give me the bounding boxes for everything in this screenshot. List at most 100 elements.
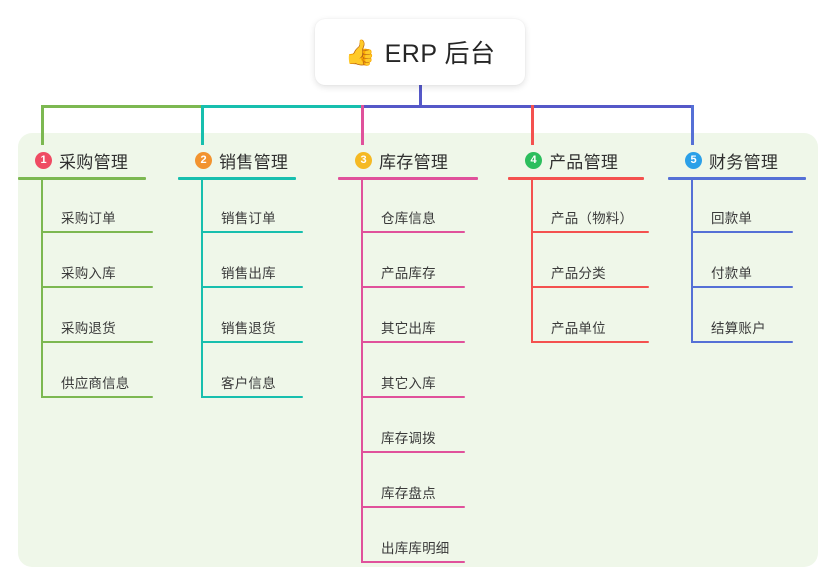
leaf-item-underline	[531, 231, 649, 233]
connector-bar-segment-3	[361, 105, 534, 108]
leaf-item-label: 库存调拨	[381, 431, 436, 446]
branch-header-1[interactable]: 1 采购管理	[18, 145, 166, 175]
leaf-item-label: 采购订单	[61, 211, 116, 226]
connector-drop-4	[531, 105, 534, 145]
leaf-item[interactable]: 销售订单	[201, 205, 303, 233]
connector-drop-2	[201, 105, 204, 145]
leaf-item-label: 出库库明细	[381, 541, 450, 556]
thumbs-up-icon: 👍	[344, 37, 376, 67]
branch-number-badge: 5	[685, 151, 702, 169]
connector-drop-5	[691, 105, 694, 145]
branch-spine	[41, 180, 43, 398]
leaf-item[interactable]: 其它入库	[361, 370, 465, 398]
leaf-item-label: 库存盘点	[381, 486, 436, 501]
leaf-item-underline	[201, 231, 303, 233]
leaf-item-underline	[691, 341, 793, 343]
leaf-item[interactable]: 销售出库	[201, 260, 303, 288]
leaf-item-underline	[691, 286, 793, 288]
branch-4: 4 产品管理产品（物料） 产品分类产品单位	[508, 145, 664, 343]
branch-title: 库存管理	[379, 152, 449, 172]
leaf-item-underline	[361, 561, 465, 563]
leaf-item-underline	[691, 231, 793, 233]
branch-number-badge: 1	[35, 151, 52, 169]
leaf-item-underline	[201, 286, 303, 288]
branch-3: 3 库存管理仓库信息产品库存其它出库其它入库库存调拨库存盘点出库库明细	[338, 145, 498, 563]
leaf-item[interactable]: 仓库信息	[361, 205, 465, 233]
leaf-item[interactable]: 供应商信息	[41, 370, 153, 398]
leaf-item[interactable]: 客户信息	[201, 370, 303, 398]
branch-number-badge: 2	[195, 151, 212, 169]
connector-bar-segment-2	[201, 105, 364, 108]
leaf-item[interactable]: 结算账户	[691, 315, 793, 343]
leaf-item-underline	[201, 396, 303, 398]
leaf-item[interactable]: 销售退货	[201, 315, 303, 343]
leaf-item[interactable]: 产品库存	[361, 260, 465, 288]
branch-header-3[interactable]: 3 库存管理	[338, 145, 498, 175]
leaf-item-label: 供应商信息	[61, 376, 130, 391]
branch-number-badge: 4	[525, 151, 542, 169]
connector-bar-segment-4	[531, 105, 694, 108]
leaf-item-label: 其它出库	[381, 321, 436, 336]
branch-underline	[178, 177, 296, 180]
diagram-background-panel	[18, 133, 818, 567]
branch-header-4[interactable]: 4 产品管理	[508, 145, 664, 175]
branch-title: 财务管理	[709, 152, 779, 172]
leaf-item[interactable]: 回款单	[691, 205, 793, 233]
leaf-item-label: 销售出库	[221, 266, 276, 281]
branch-underline	[668, 177, 806, 180]
leaf-item-label: 产品（物料）	[551, 211, 634, 226]
branch-spine	[531, 180, 533, 343]
branch-title: 产品管理	[549, 152, 619, 172]
branch-2: 2 销售管理销售订单销售出库销售退货客户信息	[178, 145, 316, 398]
leaf-item-label: 仓库信息	[381, 211, 436, 226]
leaf-item[interactable]: 库存盘点	[361, 480, 465, 508]
branch-underline	[18, 177, 146, 180]
leaf-item-underline	[41, 286, 153, 288]
leaf-item-label: 付款单	[711, 266, 753, 281]
connector-root-stem	[419, 85, 422, 108]
branch-underline	[338, 177, 478, 180]
leaf-item-label: 客户信息	[221, 376, 276, 391]
branch-underline	[508, 177, 644, 180]
leaf-item[interactable]: 采购订单	[41, 205, 153, 233]
leaf-item[interactable]: 出库库明细	[361, 535, 465, 563]
leaf-item-underline	[361, 451, 465, 453]
branch-header-5[interactable]: 5 财务管理	[668, 145, 826, 175]
leaf-item-label: 产品分类	[551, 266, 606, 281]
leaf-item-underline	[531, 286, 649, 288]
connector-bar-segment-1	[41, 105, 204, 108]
leaf-item-underline	[361, 341, 465, 343]
branch-number-badge: 3	[355, 151, 372, 169]
branch-title: 销售管理	[219, 152, 289, 172]
root-node[interactable]: 👍 ERP 后台	[315, 19, 525, 85]
branch-header-2[interactable]: 2 销售管理	[178, 145, 316, 175]
leaf-item-label: 产品单位	[551, 321, 606, 336]
leaf-item[interactable]: 其它出库	[361, 315, 465, 343]
leaf-item[interactable]: 库存调拨	[361, 425, 465, 453]
branch-1: 1 采购管理采购订单采购入库采购退货供应商信息	[18, 145, 166, 398]
branch-5: 5 财务管理回款单付款单结算账户	[668, 145, 826, 343]
branch-title: 采购管理	[59, 152, 129, 172]
leaf-item-label: 回款单	[711, 211, 753, 226]
branch-spine	[201, 180, 203, 398]
leaf-item[interactable]: 付款单	[691, 260, 793, 288]
leaf-item-underline	[531, 341, 649, 343]
leaf-item-underline	[361, 286, 465, 288]
leaf-item-underline	[361, 231, 465, 233]
leaf-item[interactable]: 采购入库	[41, 260, 153, 288]
leaf-item[interactable]: 产品单位	[531, 315, 649, 343]
root-node-title: ERP 后台	[384, 40, 496, 68]
leaf-item[interactable]: 采购退货	[41, 315, 153, 343]
leaf-item-underline	[201, 341, 303, 343]
leaf-item[interactable]: 产品分类	[531, 260, 649, 288]
leaf-item-underline	[41, 231, 153, 233]
leaf-item-label: 采购入库	[61, 266, 116, 281]
leaf-item-underline	[41, 341, 153, 343]
leaf-item-underline	[361, 506, 465, 508]
leaf-item-underline	[361, 396, 465, 398]
connector-drop-1	[41, 105, 44, 145]
branch-spine	[691, 180, 693, 343]
leaf-item[interactable]: 产品（物料）	[531, 205, 649, 233]
leaf-item-label: 采购退货	[61, 321, 116, 336]
